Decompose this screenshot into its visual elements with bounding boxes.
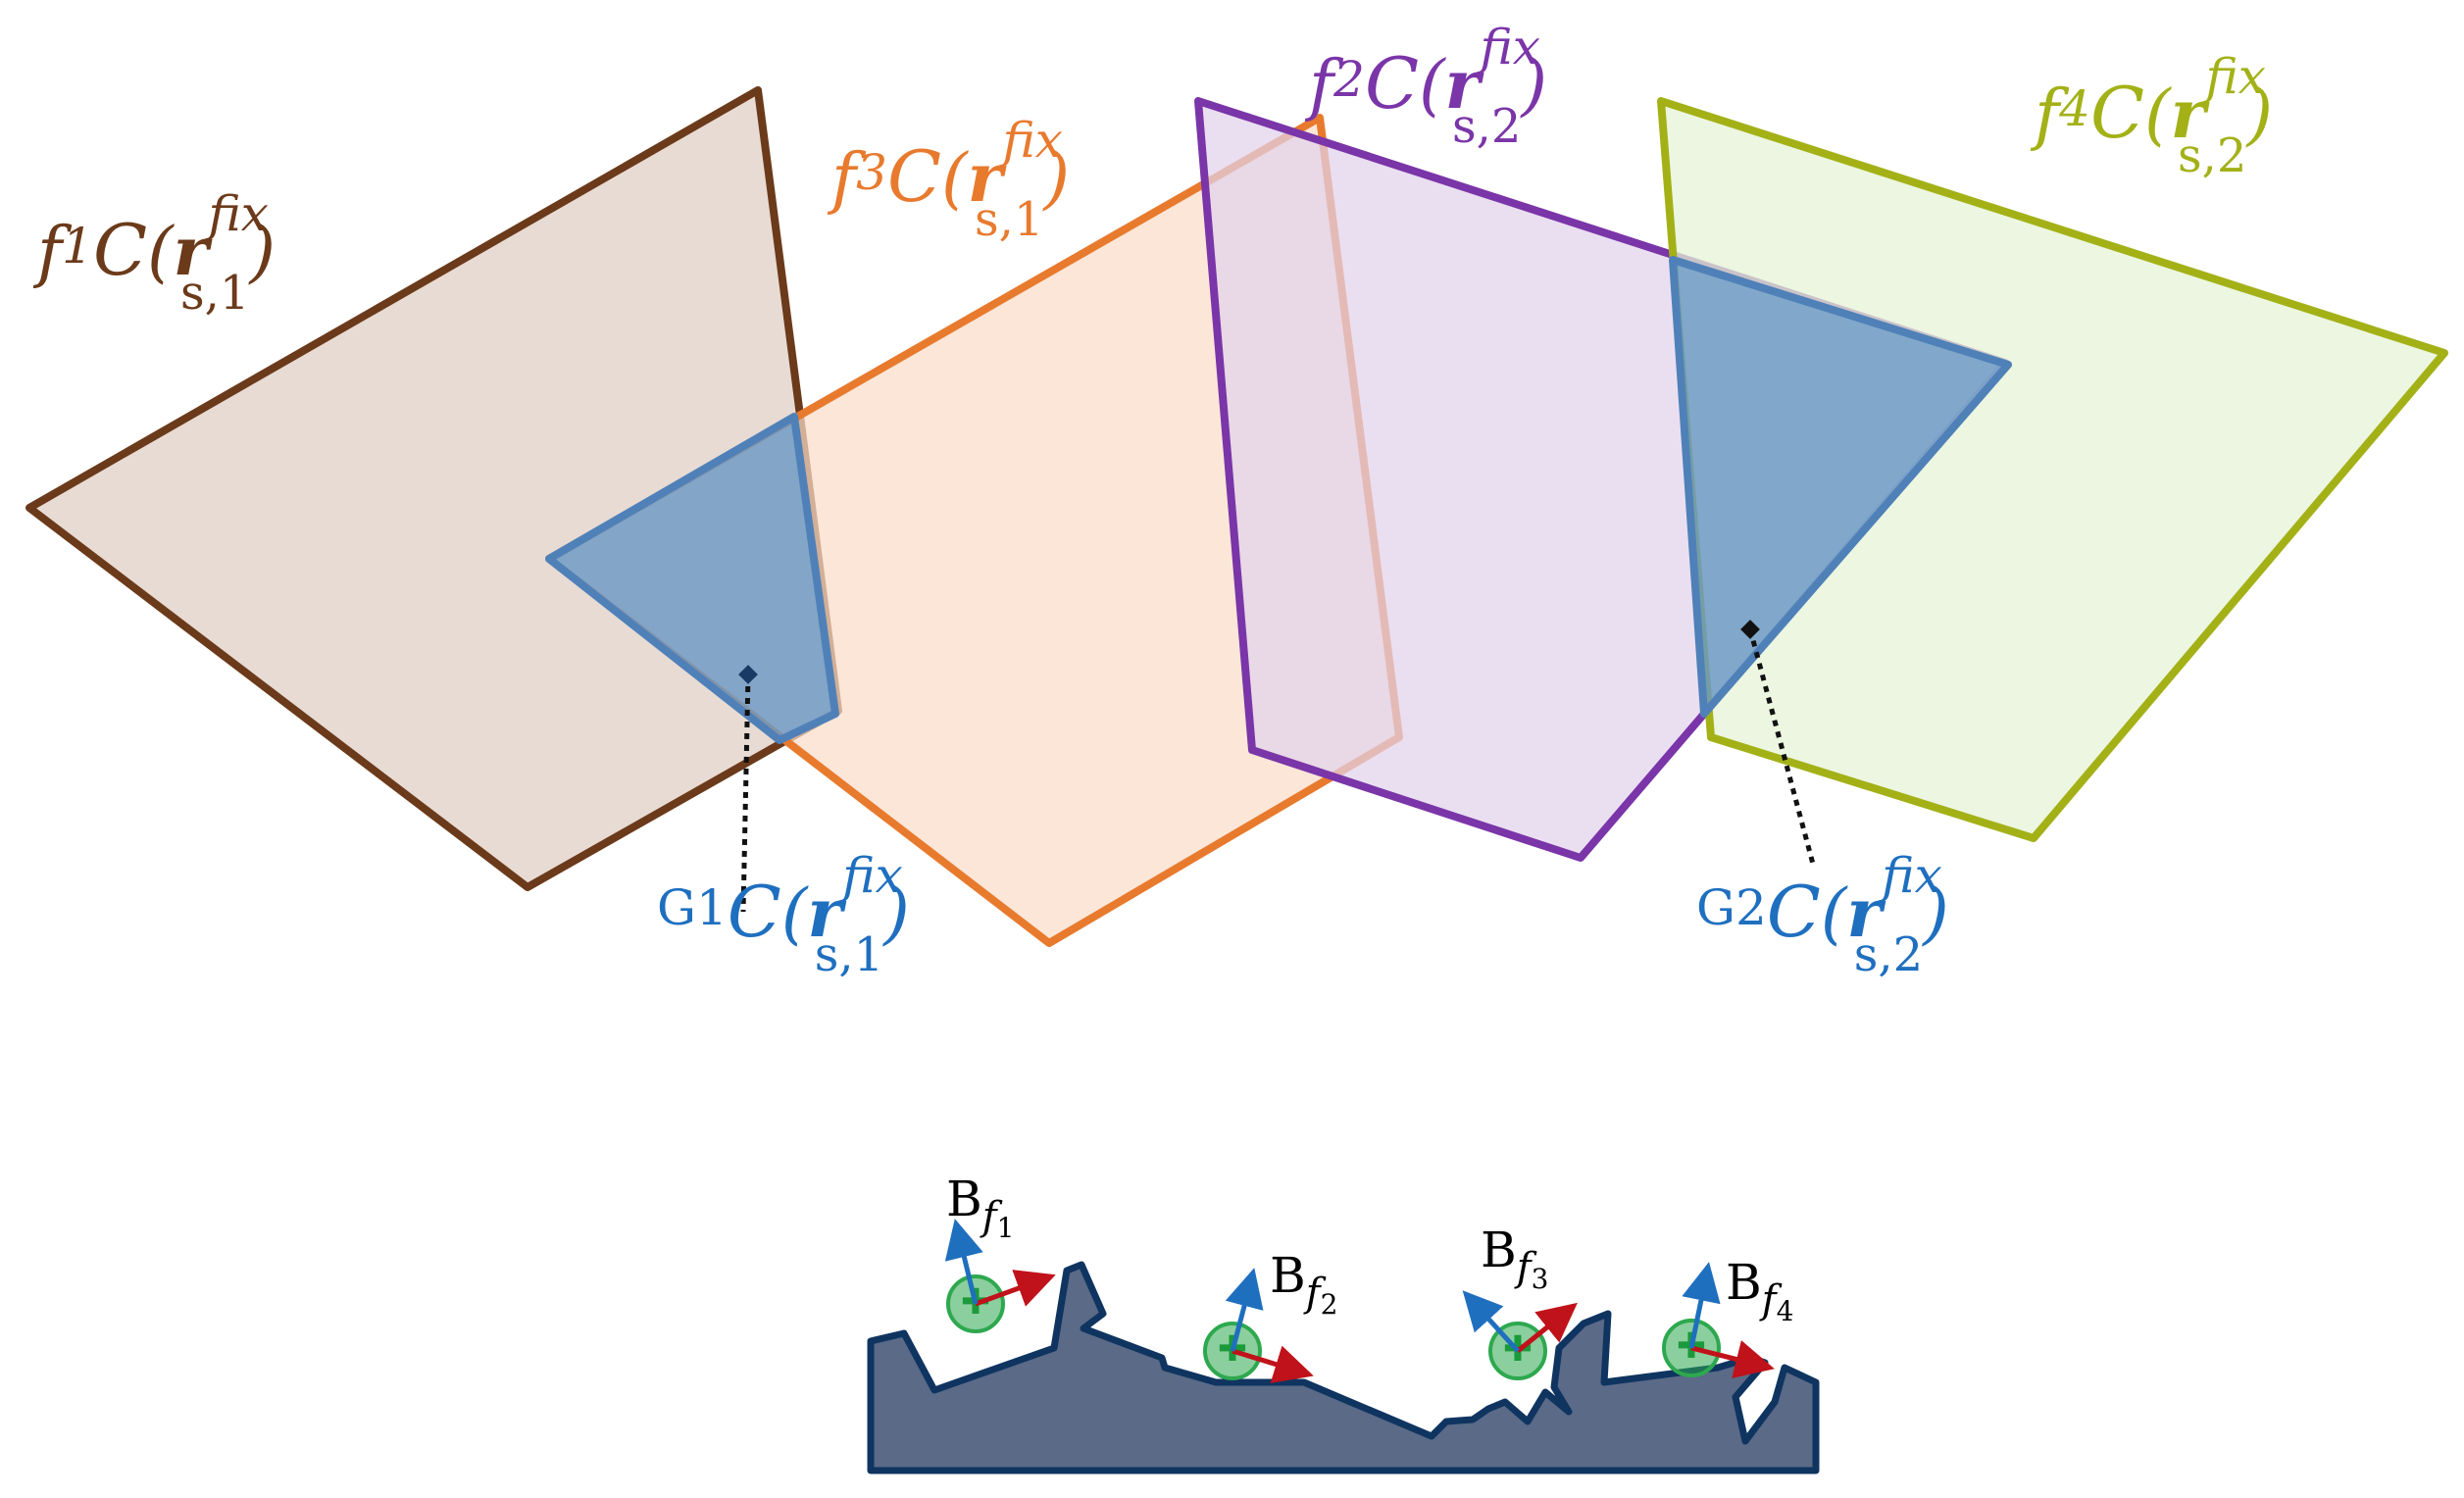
diamond-icon — [1740, 620, 1760, 639]
leader-g2 — [1747, 628, 1817, 869]
contact-frame-2: ✚ Bf2 — [1203, 1247, 1337, 1383]
intersection-g2 — [1669, 256, 2012, 718]
arrow-icon — [1462, 1290, 1520, 1353]
diamond-icon — [738, 665, 758, 684]
intersection-g1 — [545, 413, 839, 744]
arrow-icon — [944, 1219, 983, 1305]
frame-label-1: Bf1 — [946, 1171, 1014, 1244]
frame-label-4: Bf4 — [1726, 1254, 1793, 1327]
contact-frame-4: ✚ Bf4 — [1662, 1254, 1793, 1378]
arrow-icon — [1682, 1262, 1721, 1349]
arrow-icon — [1225, 1268, 1264, 1352]
leader-g1 — [740, 674, 751, 913]
contact-frame-1: ✚ Bf1 — [944, 1171, 1056, 1333]
contact-frame-3: ✚ Bf3 — [1462, 1222, 1578, 1380]
arrow-icon — [1232, 1345, 1314, 1383]
object-body — [867, 1261, 1820, 1474]
arrow-icon — [1516, 1302, 1578, 1353]
arrow-icon — [975, 1270, 1056, 1307]
arrow-icon — [1690, 1340, 1775, 1378]
frame-label-2: Bf2 — [1270, 1247, 1337, 1321]
frame-label-3: Bf3 — [1481, 1222, 1548, 1295]
